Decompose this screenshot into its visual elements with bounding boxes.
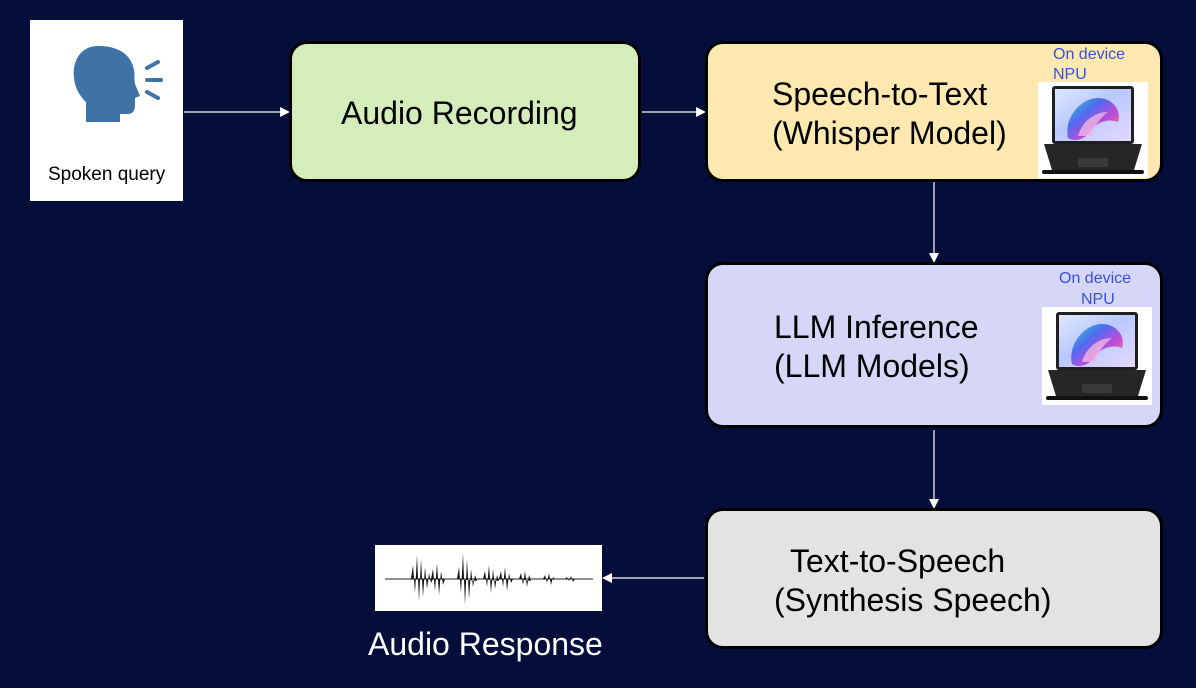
speech-to-text-line1: Speech-to-Text [772,76,988,112]
llm-inference-line2: (LLM Models) [774,348,970,384]
stt-npu-label-line1: On device [1053,46,1126,63]
text-to-speech-line1: Text-to-Speech [790,543,1006,579]
audio-response-card [375,545,602,611]
stt-npu-label-line2: NPU [1053,66,1087,83]
stt-laptop-icon [1038,82,1148,178]
llm-laptop-icon [1042,307,1152,405]
text-to-speech-box: Text-to-Speech (Synthesis Speech) [705,508,1163,649]
llm-npu-label-line2: NPU [1081,291,1115,308]
audio-recording-label: Audio Recording [341,95,578,131]
speaking-head-icon [73,46,163,122]
spoken-query-card: Spoken query [30,20,183,201]
audio-recording-box: Audio Recording [289,41,641,182]
audio-response-label: Audio Response [368,626,603,662]
waveform-icon [385,553,593,605]
text-to-speech-line2: (Synthesis Speech) [774,582,1052,618]
spoken-query-label: Spoken query [48,164,166,185]
llm-inference-box: LLM Inference (LLM Models) On device NPU [705,262,1163,428]
llm-npu-label-line1: On device [1059,270,1132,287]
llm-inference-line1: LLM Inference [774,309,979,345]
speech-to-text-line2: (Whisper Model) [772,115,1007,151]
speech-to-text-box: Speech-to-Text (Whisper Model) On device… [705,41,1163,182]
